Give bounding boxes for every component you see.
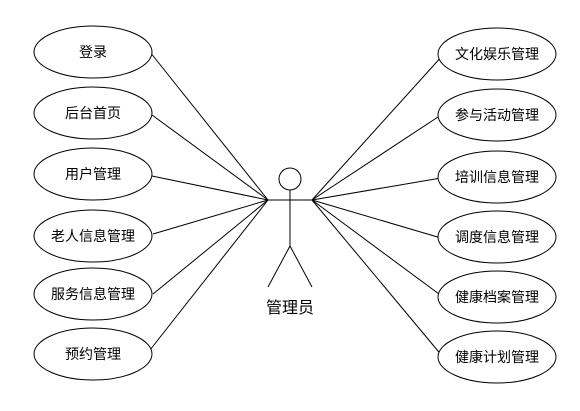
use-case-label: 登录 (79, 45, 107, 61)
use-case-culture-entertainment-management[interactable]: 文化娱乐管理 (437, 27, 557, 81)
association-line (149, 51, 269, 201)
use-case-label: 文化娱乐管理 (455, 47, 539, 63)
use-case-health-plan-management[interactable]: 健康计划管理 (437, 330, 557, 384)
use-case-label: 健康计划管理 (455, 349, 539, 366)
use-case-label: 预约管理 (65, 347, 121, 363)
use-cases-right: 文化娱乐管理 参与活动管理 培训信息管理 调度信息管理 健康档案管理 健康计划管… (437, 27, 557, 384)
use-case-training-info-management[interactable]: 培训信息管理 (437, 150, 557, 204)
association-line (311, 199, 444, 358)
actor-head (278, 167, 302, 191)
association-line (149, 199, 269, 351)
use-case-label: 服务信息管理 (51, 286, 135, 303)
use-case-label: 调度信息管理 (455, 229, 539, 246)
associations-right (311, 54, 444, 358)
association-line (151, 175, 269, 201)
use-case-user-management[interactable]: 用户管理 (33, 147, 153, 201)
use-case-label: 老人信息管理 (51, 228, 135, 245)
association-line (311, 199, 444, 298)
use-case-dispatch-info-management[interactable]: 调度信息管理 (437, 210, 557, 264)
use-case-admin-home[interactable]: 后台首页 (33, 86, 153, 140)
actor-right-leg (289, 245, 313, 288)
use-case-label: 用户管理 (65, 166, 121, 183)
use-case-label: 培训信息管理 (455, 169, 539, 186)
use-cases-left: 登录 后台首页 用户管理 老人信息管理 服务信息管理 预约管理 (33, 25, 153, 381)
association-line (311, 114, 442, 201)
association-line (311, 54, 444, 201)
association-line (152, 199, 269, 235)
use-case-login[interactable]: 登录 (33, 25, 153, 79)
use-case-appointment-management[interactable]: 预约管理 (33, 327, 153, 381)
associations-left (149, 51, 269, 351)
actor-label: 管理员 (266, 298, 314, 317)
use-case-label: 参与活动管理 (455, 107, 539, 124)
use-case-label: 健康档案管理 (455, 289, 539, 306)
use-case-health-records-management[interactable]: 健康档案管理 (437, 270, 557, 324)
association-line (311, 199, 442, 239)
association-line (311, 177, 442, 201)
use-case-elderly-info-management[interactable]: 老人信息管理 (33, 209, 153, 263)
association-line (151, 114, 269, 201)
use-case-label: 后台首页 (65, 106, 121, 122)
actor-left-leg (267, 245, 291, 288)
actor-admin[interactable] (267, 167, 313, 288)
use-case-activity-participation-management[interactable]: 参与活动管理 (437, 88, 557, 142)
association-line (152, 199, 269, 295)
use-case-service-info-management[interactable]: 服务信息管理 (33, 267, 153, 321)
